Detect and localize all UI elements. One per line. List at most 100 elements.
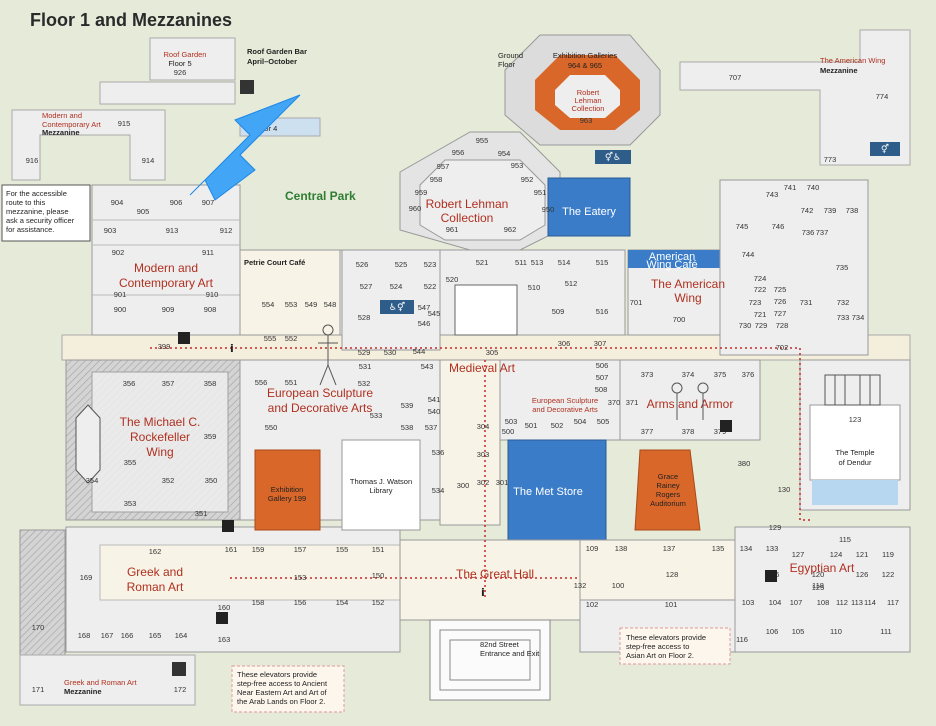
- roof-bar-label: Roof Garden Bar: [247, 47, 307, 56]
- roof-garden-block: Roof Garden Floor 5 926 Roof Garden Bar …: [99, 37, 307, 105]
- room-number: 302: [477, 478, 490, 487]
- roof-floor-label: Floor 5: [168, 59, 191, 68]
- room-number: 116: [736, 635, 748, 644]
- room-number: 537: [425, 423, 438, 432]
- svg-text:172: 172: [174, 685, 187, 694]
- room-number: 377: [641, 427, 654, 436]
- svg-text:170: 170: [32, 623, 45, 632]
- room-number: 554: [262, 300, 275, 309]
- eatery-label: The Eatery: [562, 206, 616, 218]
- svg-text:Thomas J. Watson: Thomas J. Watson: [350, 477, 412, 486]
- room-number: 536: [432, 448, 445, 457]
- room-number: 951: [534, 188, 547, 197]
- room-number: 138: [615, 544, 628, 553]
- greek-mezzanine-block: Greek and Roman Art Mezzanine 170 171 17…: [19, 623, 196, 706]
- svg-text:774: 774: [876, 92, 889, 101]
- room-number: 509: [552, 307, 565, 316]
- room-number: 166: [121, 631, 134, 640]
- room-number: 124: [830, 550, 843, 559]
- room-number: 960: [409, 204, 422, 213]
- room-number: 104: [769, 598, 782, 607]
- room-number: 546: [418, 319, 431, 328]
- room-number: 129: [769, 523, 782, 532]
- room-number: 374: [682, 370, 695, 379]
- room-number: 956: [452, 148, 465, 157]
- room-number: 910: [206, 290, 219, 299]
- room-number: 907: [202, 198, 215, 207]
- room-number: 303: [477, 450, 490, 459]
- room-number: 150: [372, 571, 385, 580]
- room-number: 955: [476, 136, 489, 145]
- room-number: 734: [852, 313, 865, 322]
- egyptian-gallery: The Temple of Dendur: [579, 359, 911, 653]
- room-number: 904: [111, 198, 124, 207]
- svg-text:773: 773: [824, 155, 837, 164]
- robert-lehman-collection: [399, 131, 561, 251]
- room-number: 507: [596, 373, 609, 382]
- room-number: 700: [673, 315, 686, 324]
- room-number: 741: [784, 183, 797, 192]
- room-number: 911: [202, 248, 214, 257]
- gallery-rock-l3: Wing: [146, 445, 173, 459]
- room-number: 111: [880, 627, 891, 636]
- room-number: 551: [285, 378, 298, 387]
- room-number: 957: [437, 162, 450, 171]
- svg-text:963: 963: [580, 116, 593, 125]
- medieval-gallery: [439, 249, 626, 526]
- room-number: 375: [714, 370, 727, 379]
- svg-text:of Dendur: of Dendur: [839, 458, 872, 467]
- svg-text:i: i: [481, 586, 485, 599]
- room-number: 501: [525, 421, 538, 430]
- room-number: 534: [432, 486, 445, 495]
- room-number: 732: [837, 298, 850, 307]
- room-number: 962: [504, 225, 517, 234]
- svg-text:Asian Art on Floor 2.: Asian Art on Floor 2.: [626, 651, 694, 660]
- room-number: 553: [285, 300, 298, 309]
- room-number: 950: [542, 205, 555, 214]
- room-number: 514: [558, 258, 571, 267]
- egyptian-temple-icon: [824, 374, 881, 406]
- restroom-icon: ⚥♿: [595, 150, 631, 164]
- info-icon: i: [481, 586, 485, 599]
- room-number: 954: [498, 149, 511, 158]
- svg-text:♿⚥: ♿⚥: [389, 301, 405, 313]
- room-number: 359: [204, 432, 217, 441]
- svg-text:for assistance.: for assistance.: [6, 225, 54, 234]
- room-number: 532: [358, 379, 371, 388]
- room-number: 905: [137, 207, 150, 216]
- room-number: 132: [574, 581, 587, 590]
- room-number: 727: [774, 309, 787, 318]
- room-number: 103: [742, 598, 755, 607]
- room-number: 101: [665, 600, 678, 609]
- entrance-label-line1: 82nd Street: [480, 640, 520, 649]
- room-number: 510: [528, 283, 541, 292]
- room-number: 520: [446, 275, 459, 284]
- room-number: 738: [846, 206, 859, 215]
- room-number: 913: [166, 226, 179, 235]
- room-number: 121: [856, 550, 869, 559]
- restroom-icon: ♿⚥: [380, 300, 414, 314]
- svg-text:Rogers: Rogers: [656, 490, 680, 499]
- room-number: 355: [124, 458, 137, 467]
- svg-text:step-free access to: step-free access to: [626, 642, 689, 651]
- room-number: 505: [597, 417, 610, 426]
- room-number: 306: [558, 339, 571, 348]
- room-number: 122: [882, 570, 895, 579]
- petrie-cafe-label: Petrie Court Café: [244, 258, 305, 267]
- elevator-note-right: These elevators provide step-free access…: [619, 627, 731, 665]
- room-number: 735: [836, 263, 849, 272]
- info-icon: i: [230, 342, 234, 355]
- room-number: 120: [812, 570, 825, 579]
- svg-text:route to this: route to this: [6, 198, 45, 207]
- room-number: 733: [837, 313, 850, 322]
- met-store-label: The Met Store: [513, 486, 583, 498]
- room-number: 702: [776, 343, 789, 352]
- room-number: 729: [755, 321, 768, 330]
- room-number: 726: [774, 297, 787, 306]
- room-number: 722: [754, 285, 767, 294]
- room-number: 909: [162, 305, 175, 314]
- room-number: 952: [521, 175, 534, 184]
- room-number: 743: [766, 190, 779, 199]
- room-number: 125: [812, 583, 825, 592]
